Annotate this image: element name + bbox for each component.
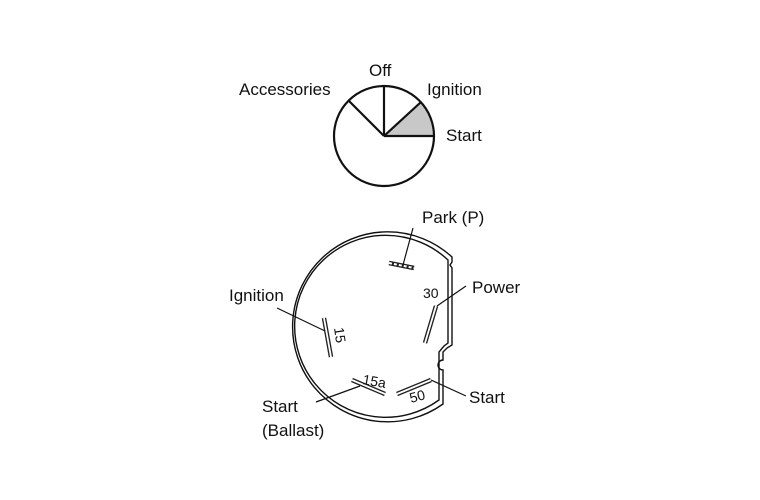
label-15a: 15a	[361, 371, 387, 391]
label-accessories: Accessories	[239, 80, 331, 99]
label-ignition-terminal: Ignition	[229, 286, 284, 305]
label-park: Park (P)	[422, 208, 484, 227]
label-start-terminal: Start	[469, 388, 505, 407]
label-15: 15	[331, 326, 349, 344]
label-50: 50	[408, 386, 427, 406]
switch-body	[291, 231, 453, 423]
label-start-position: Start	[446, 126, 482, 145]
label-start-ballast-line2: (Ballast)	[262, 421, 324, 440]
start-wedge	[384, 102, 435, 136]
switch-position-dial: Off Accessories Ignition Start	[239, 61, 482, 188]
leader-lines	[276, 227, 467, 403]
terminals	[321, 260, 439, 397]
label-power: Power	[472, 278, 521, 297]
label-ignition-position: Ignition	[427, 80, 482, 99]
label-off: Off	[369, 61, 392, 80]
label-start-ballast-line1: Start	[262, 397, 298, 416]
label-30: 30	[423, 285, 439, 301]
